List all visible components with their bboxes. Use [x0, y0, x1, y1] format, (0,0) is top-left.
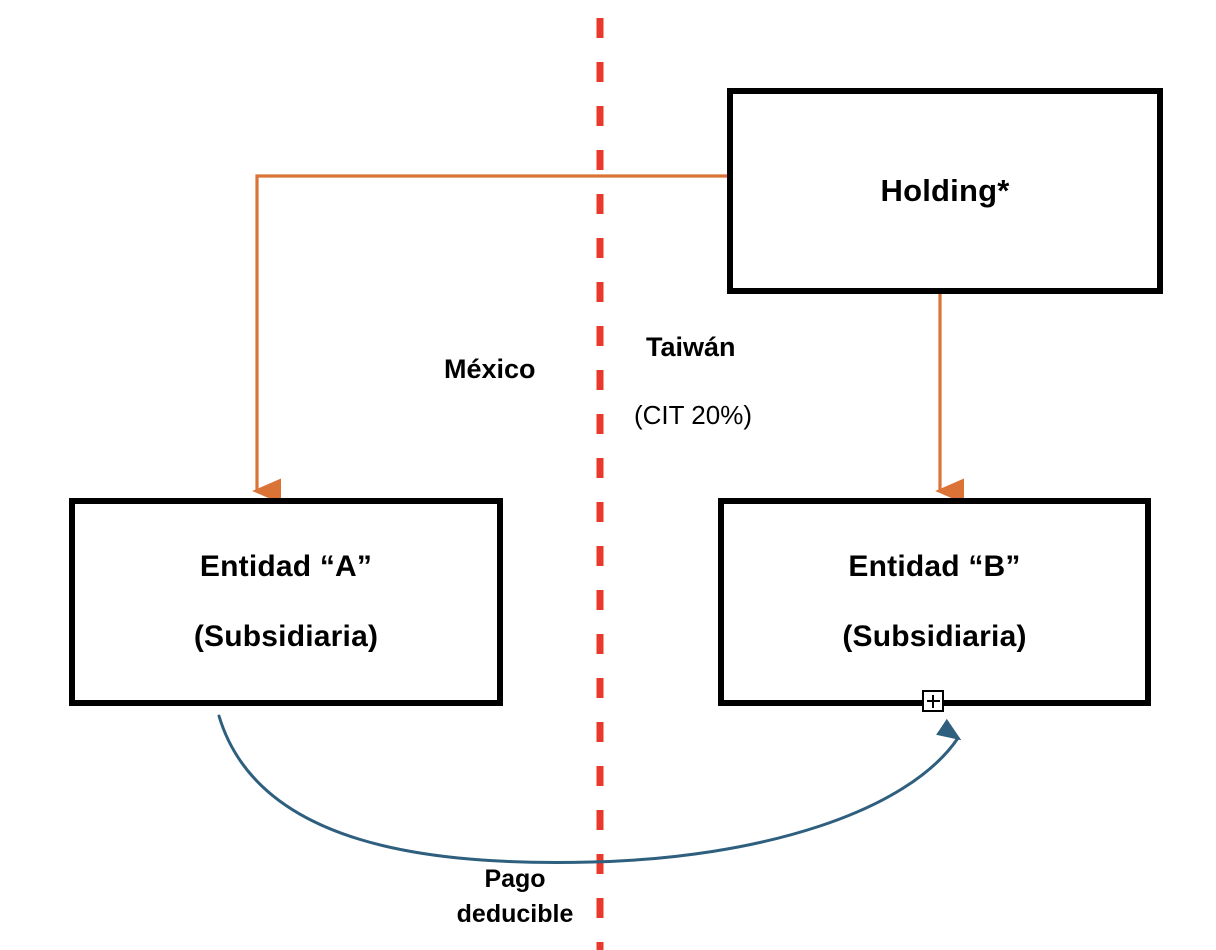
- node-holding[interactable]: Holding*: [727, 88, 1163, 294]
- flow-label-payment-line1: Pago: [484, 865, 546, 893]
- entity-b-name: Entidad “B”: [848, 550, 1021, 583]
- entity-a-role: (Subsidiaria): [193, 620, 379, 653]
- arrow-deductible-payment: [217, 714, 962, 864]
- flow-label-payment-line2: deducible: [456, 899, 574, 928]
- node-entity-b[interactable]: Entidad “B” (Subsidiaria): [718, 498, 1151, 706]
- expand-plus-icon[interactable]: [922, 690, 944, 712]
- jurisdiction-label-mexico: México: [444, 354, 536, 384]
- node-entity-a[interactable]: Entidad “A” (Subsidiaria): [69, 498, 503, 706]
- jurisdiction-note-cit: (CIT 20%): [634, 400, 752, 430]
- flow-label-payment: Pago deducible: [420, 862, 610, 931]
- entity-b-role: (Subsidiaria): [842, 620, 1027, 653]
- jurisdiction-label-taiwan: Taiwán: [646, 332, 736, 362]
- entity-a-name: Entidad “A”: [199, 550, 373, 583]
- holding-label: Holding*: [880, 173, 1010, 208]
- arrow-holding-to-entity-a: [252, 174, 727, 504]
- plus-vertical-stroke: [932, 694, 934, 708]
